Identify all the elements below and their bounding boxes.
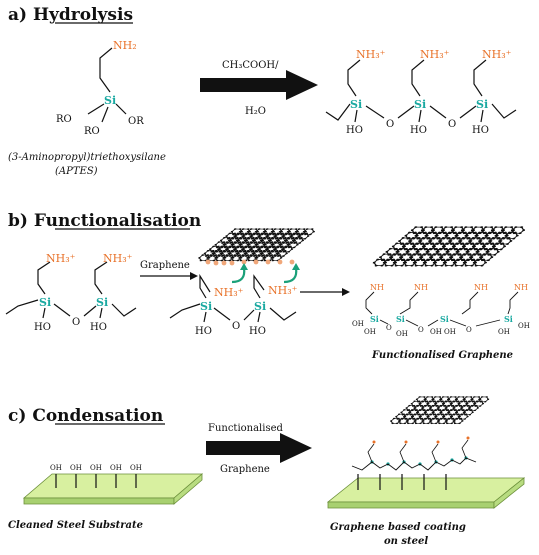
- chain-o-1: O: [386, 119, 394, 130]
- b-mid-nh3-1: NH₃⁺: [214, 286, 244, 299]
- chain-ho-2: HO: [410, 125, 427, 136]
- chain-o-2: O: [448, 119, 456, 130]
- chain-ho-1: HO: [346, 125, 363, 136]
- aptes-ro-left: RO: [56, 114, 72, 125]
- coated-steel: [326, 436, 526, 509]
- b-graphene-sheet-middle: [197, 228, 316, 262]
- coating-nh: [372, 436, 470, 444]
- b-left-o: O: [72, 317, 80, 328]
- chain-nh3-3: NH₃⁺: [482, 48, 512, 61]
- fg-oh-1: OH: [352, 320, 364, 328]
- aptes-si: Si: [104, 94, 116, 107]
- steel-oh-5: OH: [130, 464, 142, 472]
- surface-hydroxyls: OH OH OH OH OH: [50, 464, 142, 488]
- section-c-title: c) Condensation: [8, 406, 163, 426]
- b-mid-nh3-2: NH₃⁺: [268, 284, 298, 297]
- b-left-ho-2: HO: [90, 322, 107, 333]
- section-a-title: a) Hydrolysis: [8, 5, 133, 25]
- attack-arrows: [231, 263, 300, 284]
- chain-si-2: Si: [414, 98, 426, 111]
- condensation-reagent-1: Functionalised: [208, 423, 284, 434]
- b-mid-o: O: [232, 321, 240, 332]
- b-left-nh3-1: NH₃⁺: [46, 252, 76, 265]
- coating-label-2: on steel: [384, 536, 428, 547]
- fg-o-1: O: [386, 324, 392, 332]
- steel-oh-4: OH: [110, 464, 122, 472]
- fg-nh-1: NH: [370, 283, 384, 292]
- fg-o-3: O: [466, 326, 472, 334]
- b-graphene-sheet-right: [371, 226, 526, 267]
- aptes-name: (3-Aminopropyl)triethoxysilane: [8, 152, 166, 163]
- hydrolysis-arrow: CH₃COOH/ H₂O: [200, 60, 318, 117]
- b-silane-left: Si Si O HO HO NH₃⁺ NH₃⁺: [5, 252, 137, 333]
- b-left-ho-1: HO: [34, 322, 51, 333]
- b-left-nh3-2: NH₃⁺: [103, 252, 133, 265]
- chain-nh3-1: NH₃⁺: [356, 48, 386, 61]
- b-left-si-2: Si: [96, 296, 108, 309]
- chain-si-3: Si: [476, 98, 488, 111]
- hydrolysis-reagent-2: H₂O: [245, 106, 266, 117]
- fg-nh-4: NH: [514, 283, 528, 292]
- aptes-amine: NH₂: [113, 39, 137, 52]
- b-mid-ho-1: HO: [195, 326, 212, 337]
- aptes-molecule: NH₂ Si RO RO OR: [56, 39, 144, 137]
- graphene-edge-groups: [205, 259, 295, 266]
- fg-o-2: O: [418, 326, 424, 334]
- fg-oh-3: OH: [396, 330, 408, 338]
- condensation-arrow: Functionalised Graphene: [206, 423, 312, 475]
- fg-oh-5: OH: [444, 328, 456, 336]
- steel-oh-3: OH: [90, 464, 102, 472]
- b-left-si-1: Si: [39, 296, 51, 309]
- section-b-title: b) Functionalisation: [8, 211, 201, 231]
- section-hydrolysis: a) Hydrolysis NH₂ Si RO RO OR (3-Aminopr…: [8, 5, 517, 177]
- coating-anchors: [357, 474, 447, 490]
- coating-label-1: Graphene based coating: [330, 522, 466, 533]
- b-mid-si-2: Si: [254, 300, 266, 313]
- coating-graphene-sheet: [389, 396, 491, 425]
- fg-si-1: Si: [370, 314, 379, 324]
- b-silane-middle: Si Si O HO HO NH₃⁺ NH₃⁺: [169, 273, 298, 337]
- condensation-reagent-2: Graphene: [220, 464, 270, 475]
- chain-si-1: Si: [350, 98, 362, 111]
- b-mid-ho-2: HO: [249, 326, 266, 337]
- fg-si-3: Si: [440, 314, 449, 324]
- substrate-label: Cleaned Steel Substrate: [8, 520, 143, 531]
- aptes-or: OR: [128, 116, 144, 127]
- functionalisation-arrow: [300, 288, 350, 296]
- functionalised-graphene-label: Functionalised Graphene: [371, 350, 513, 361]
- fg-si-2: Si: [396, 314, 405, 324]
- steel-oh-1: OH: [50, 464, 62, 472]
- section-functionalisation: b) Functionalisation Si Si O HO HO NH₃⁺ …: [5, 211, 530, 361]
- aptes-ro-bottom: RO: [84, 126, 100, 137]
- hydrolysed-silane-chain: Si Si Si O O HO HO HO NH₃⁺ NH₃⁺ NH₃⁺: [325, 48, 517, 136]
- hydrolysis-reagent-1: CH₃COOH/: [222, 60, 279, 71]
- fg-nh-2: NH: [414, 283, 428, 292]
- fg-oh-2: OH: [364, 328, 376, 336]
- coating-linkers: [367, 439, 469, 463]
- b-mid-si-1: Si: [200, 300, 212, 313]
- fg-oh-4: OH: [430, 328, 442, 336]
- steel-substrate: OH OH OH OH OH: [22, 464, 204, 505]
- chain-ho-3: HO: [472, 125, 489, 136]
- fg-nh-3: NH: [474, 283, 488, 292]
- section-condensation: c) Condensation OH OH OH OH OH Cleaned S…: [8, 396, 526, 547]
- functionalised-linkers: NH NH NH NH Si Si Si Si O O O OH OH OH O…: [352, 283, 530, 338]
- aptes-abbr: (APTES): [55, 166, 98, 177]
- fg-si-4: Si: [504, 314, 513, 324]
- chain-nh3-2: NH₃⁺: [420, 48, 450, 61]
- fg-oh-7: OH: [518, 322, 530, 330]
- graphene-arrow: Graphene: [140, 260, 198, 280]
- steel-oh-2: OH: [70, 464, 82, 472]
- graphene-reagent-label: Graphene: [140, 260, 190, 271]
- fg-oh-6: OH: [498, 328, 510, 336]
